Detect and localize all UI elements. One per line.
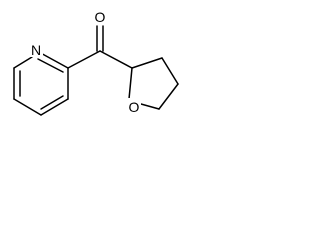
bond-pyridine-carbonyl — [67, 50, 101, 69]
carbonyl-double-bond — [96, 25, 104, 52]
bond-c3-c4 — [40, 98, 69, 116]
bond-thf-o-c2 — [128, 67, 133, 100]
bond-c3-c4-double-inner — [40, 95, 64, 110]
bond-thf-c5-o — [140, 103, 160, 110]
bond-c4-c5 — [13, 98, 42, 116]
chemical-structure-canvas: N O O — [0, 0, 210, 134]
bond-c6-n — [13, 56, 33, 69]
bond-thf-c3-c4 — [161, 57, 179, 85]
tetrahydrofuran-ring — [128, 57, 179, 110]
pyridine-ring — [13, 50, 69, 116]
nitrogen-label: N — [31, 42, 41, 58]
bond-n-c2-double-inner — [37, 58, 64, 73]
molecule-drawing: N O O — [13, 8, 179, 116]
carbonyl-oxygen-label: O — [95, 9, 106, 25]
atom-labels: N O O — [29, 8, 141, 115]
bond-thf-c2-c3 — [131, 57, 163, 69]
bond-carbonyl-thf — [99, 50, 133, 69]
bond-thf-c4-c5 — [158, 83, 179, 110]
ring-oxygen-label: O — [129, 99, 140, 115]
